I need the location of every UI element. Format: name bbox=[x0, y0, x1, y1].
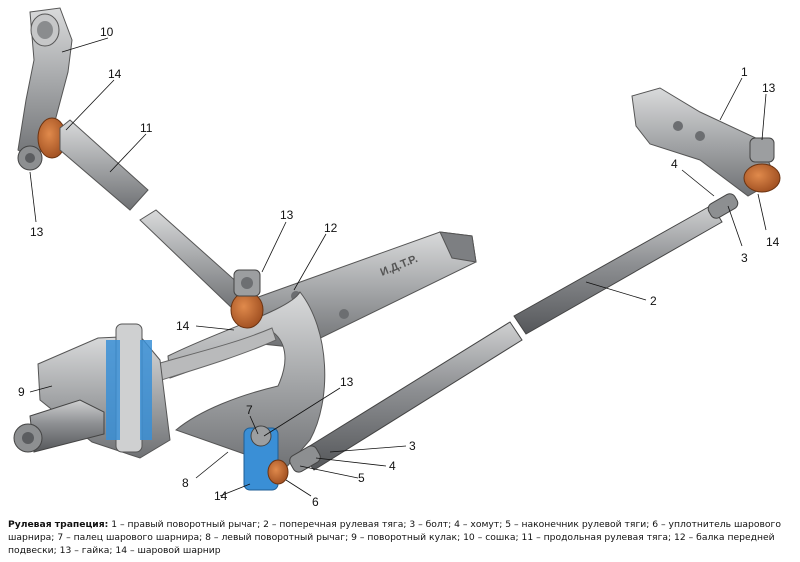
steering-linkage-illustration: И.Д.Т.Р. bbox=[13, 7, 781, 509]
callout-14-center: 14 bbox=[176, 319, 190, 333]
callout-4-left: 4 bbox=[389, 459, 396, 473]
callout-4-right: 4 bbox=[671, 157, 678, 171]
callout-10: 10 bbox=[100, 25, 114, 39]
callout-3-right: 3 bbox=[741, 251, 748, 265]
callout-2: 2 bbox=[650, 294, 657, 308]
caption-title: Рулевая трапеция: bbox=[8, 519, 109, 530]
tie-rod bbox=[289, 193, 739, 473]
callout-3-left: 3 bbox=[409, 439, 416, 453]
callout-13-lower: 13 bbox=[340, 375, 354, 389]
callout-13-right: 13 bbox=[762, 81, 776, 95]
figure-caption: Рулевая трапеция: 1 – правый поворотный … bbox=[8, 518, 794, 557]
callout-labels: 1 2 3 3 4 4 5 6 7 8 9 10 11 12 13 13 13 … bbox=[18, 25, 780, 509]
left-steering-arm bbox=[129, 291, 326, 471]
callout-5: 5 bbox=[358, 471, 365, 485]
right-steering-arm bbox=[631, 87, 781, 197]
drag-link bbox=[59, 119, 249, 311]
steering-knuckle bbox=[13, 323, 171, 459]
leader-lines bbox=[29, 37, 767, 497]
callout-1: 1 bbox=[741, 65, 748, 79]
callout-13-center: 13 bbox=[280, 208, 294, 222]
callout-14-lower: 14 bbox=[214, 489, 228, 503]
center-ball-joint bbox=[230, 269, 264, 329]
callout-8: 8 bbox=[182, 476, 189, 490]
callout-7: 7 bbox=[246, 403, 253, 417]
callout-14-pitman: 14 bbox=[108, 67, 122, 81]
callout-13-pitman: 13 bbox=[30, 225, 44, 239]
callout-14-right: 14 bbox=[766, 235, 780, 249]
callout-6: 6 bbox=[312, 495, 319, 509]
callout-11: 11 bbox=[140, 121, 153, 135]
callout-12: 12 bbox=[324, 221, 338, 235]
callout-9: 9 bbox=[18, 385, 25, 399]
pitman-arm bbox=[17, 7, 73, 171]
caption-text: 1 – правый поворотный рычаг; 2 – попереч… bbox=[8, 519, 781, 556]
left-ball-joint bbox=[243, 425, 289, 491]
